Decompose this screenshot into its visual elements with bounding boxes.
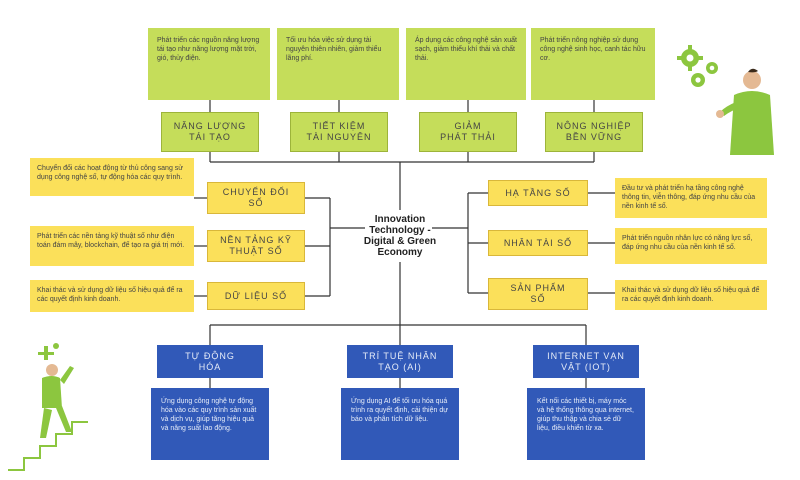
top-label-renewable-energy: NĂNG LƯỢNG TÁI TẠO xyxy=(161,112,259,152)
bottom-desc-iot: Kết nối các thiết bị, máy móc và hệ thốn… xyxy=(527,388,645,460)
top-desc-emission-reduction: Áp dụng các công nghệ sản xuất sạch, giả… xyxy=(406,28,526,100)
left-desc-digital-data: Khai thác và sử dụng dữ liệu số hiệu quả… xyxy=(30,280,194,312)
bottom-label-iot-text: INTERNET VẠN VẬT (IOT) xyxy=(547,350,625,372)
top-label-sustainable-agriculture: NÔNG NGHIỆP BỀN VỮNG xyxy=(545,112,643,152)
bottom-label-ai: TRÍ TUỆ NHÂN TẠO (AI) xyxy=(347,345,453,378)
top-label-resource-saving: TIẾT KIỆM TÀI NGUYÊN xyxy=(290,112,388,152)
right-label-digital-infrastructure-text: HẠ TẦNG SỐ xyxy=(505,187,571,198)
bottom-label-ai-text: TRÍ TUỆ NHÂN TẠO (AI) xyxy=(362,350,438,372)
left-label-digital-data: DỮ LIỆU SỐ xyxy=(207,282,305,310)
bottom-label-iot: INTERNET VẠN VẬT (IOT) xyxy=(533,345,639,378)
top-label-emission-reduction-text: GIẢM PHÁT THẢI xyxy=(440,121,496,142)
top-label-resource-saving-text: TIẾT KIỆM TÀI NGUYÊN xyxy=(306,121,372,142)
gears-person-icon xyxy=(677,45,774,155)
left-label-digital-platform: NỀN TẢNG KỸ THUẬT SỐ xyxy=(207,230,305,262)
top-desc-resource-saving: Tối ưu hóa việc sử dụng tài nguyên thiên… xyxy=(277,28,399,100)
center-title: Innovation Technology - Digital & Green … xyxy=(363,214,437,258)
left-label-digital-transformation: CHUYỂN ĐỔI SỐ xyxy=(207,182,305,214)
right-desc-digital-talent: Phát triển nguồn nhân lực có năng lực số… xyxy=(615,228,767,264)
left-label-digital-platform-text: NỀN TẢNG KỸ THUẬT SỐ xyxy=(220,235,292,256)
left-desc-digital-platform: Phát triển các nền tảng kỹ thuật số như … xyxy=(30,226,194,266)
right-desc-digital-product: Khai thác và sử dụng dữ liệu số hiệu quả… xyxy=(615,280,767,310)
right-label-digital-talent: NHÂN TÀI SỐ xyxy=(488,230,588,256)
top-desc-renewable-energy: Phát triển các nguồn năng lượng tái tạo … xyxy=(148,28,270,100)
climbing-person-icon xyxy=(8,343,88,471)
bottom-label-automation: TỰ ĐỘNG HÓA xyxy=(157,345,263,378)
bottom-label-automation-text: TỰ ĐỘNG HÓA xyxy=(185,350,235,372)
right-label-digital-product-text: SẢN PHẨM SỐ xyxy=(510,283,566,304)
top-label-sustainable-agriculture-text: NÔNG NGHIỆP BỀN VỮNG xyxy=(556,121,632,142)
bottom-desc-automation: Ứng dụng công nghệ tự động hóa vào các q… xyxy=(151,388,269,460)
right-label-digital-talent-text: NHÂN TÀI SỐ xyxy=(503,237,573,248)
right-label-digital-infrastructure: HẠ TẦNG SỐ xyxy=(488,180,588,206)
right-label-digital-product: SẢN PHẨM SỐ xyxy=(488,278,588,310)
bottom-desc-ai: Ứng dụng AI để tối ưu hóa quá trình ra q… xyxy=(341,388,459,460)
left-label-digital-transformation-text: CHUYỂN ĐỔI SỐ xyxy=(222,187,290,208)
right-desc-digital-infrastructure: Đầu tư và phát triển hạ tầng công nghệ t… xyxy=(615,178,767,218)
left-desc-digital-transformation: Chuyển đổi các hoạt động từ thủ công san… xyxy=(30,158,194,196)
top-label-renewable-energy-text: NĂNG LƯỢNG TÁI TẠO xyxy=(173,121,247,142)
top-label-emission-reduction: GIẢM PHÁT THẢI xyxy=(419,112,517,152)
left-label-digital-data-text: DỮ LIỆU SỐ xyxy=(224,290,288,301)
top-desc-sustainable-agriculture: Phát triển nông nghiệp sử dụng công nghệ… xyxy=(531,28,655,100)
